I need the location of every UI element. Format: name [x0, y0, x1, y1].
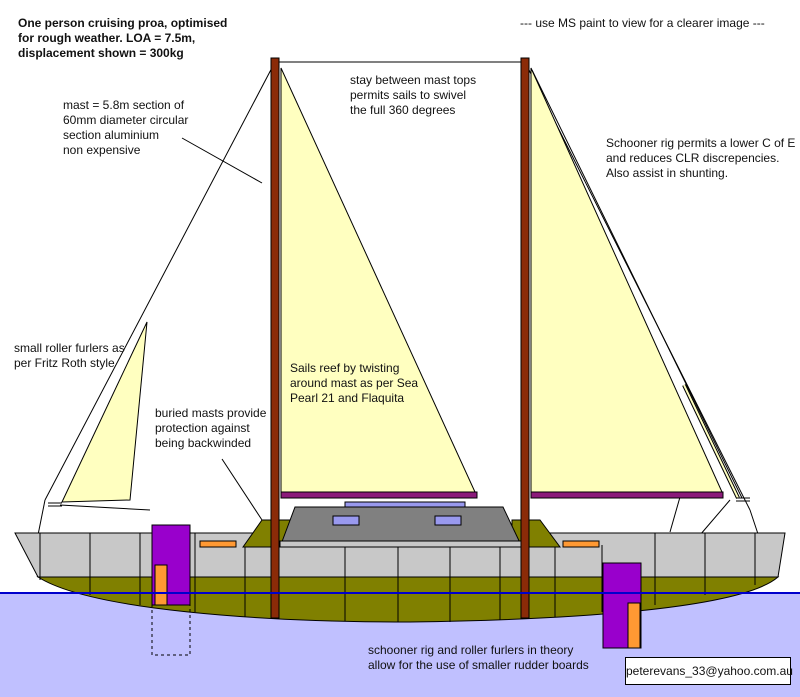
hull-frames: [39, 533, 756, 622]
fore-shroud: [37, 499, 46, 536]
main-sail-aft: [530, 67, 723, 493]
deck-hatch-fore: [199, 540, 237, 548]
fore-rudder-raised: [151, 604, 191, 656]
rudder-note: schooner rig and roller furlers in theor…: [368, 643, 589, 672]
cabin-window-right: [434, 515, 462, 526]
roller-furler-inner: [683, 384, 739, 499]
schooner-note: Schooner rig permits a lower C of E and …: [606, 136, 796, 180]
diagram-title: One person cruising proa, optimised for …: [18, 16, 228, 60]
fore-sail: [61, 321, 148, 503]
reef-note: Sails reef by twisting around mast as pe…: [290, 361, 419, 405]
buried-pointer: [221, 458, 263, 521]
fore-sheet: [59, 504, 151, 511]
furler-marks: [48, 497, 750, 507]
cabin-window-left: [332, 515, 360, 526]
boom-fore: [280, 491, 478, 499]
paint-note: --- use MS paint to view for a clearer i…: [520, 16, 765, 30]
mast-aft: [520, 57, 530, 619]
mast-note: mast = 5.8m section of 60mm diameter cir…: [63, 98, 189, 157]
boom-aft: [530, 491, 724, 499]
cabin-hatch: [344, 501, 466, 508]
furlers-note: small roller furlers as per Fritz Roth s…: [14, 341, 125, 370]
fore-rudder-tip: [154, 564, 168, 606]
hull-lower: [36, 576, 780, 623]
forestay: [44, 61, 276, 501]
aft-sail-leech: [531, 69, 743, 499]
aft-rudder-tip: [627, 602, 641, 649]
aft-sheet-2: [699, 499, 731, 536]
buried-masts-note: buried masts provide protection against …: [155, 406, 267, 450]
mast-pointer: [181, 137, 263, 184]
deck-hatch-aft: [562, 540, 600, 548]
cabin-deck-band: [279, 540, 523, 548]
aft-sheet: [669, 496, 681, 533]
main-sail-fore: [280, 67, 476, 493]
stay-note: stay between mast tops permits sails to …: [350, 73, 477, 117]
email-box: peterevans_33@yahoo.com.au: [625, 657, 793, 685]
mast-fore: [270, 57, 280, 619]
